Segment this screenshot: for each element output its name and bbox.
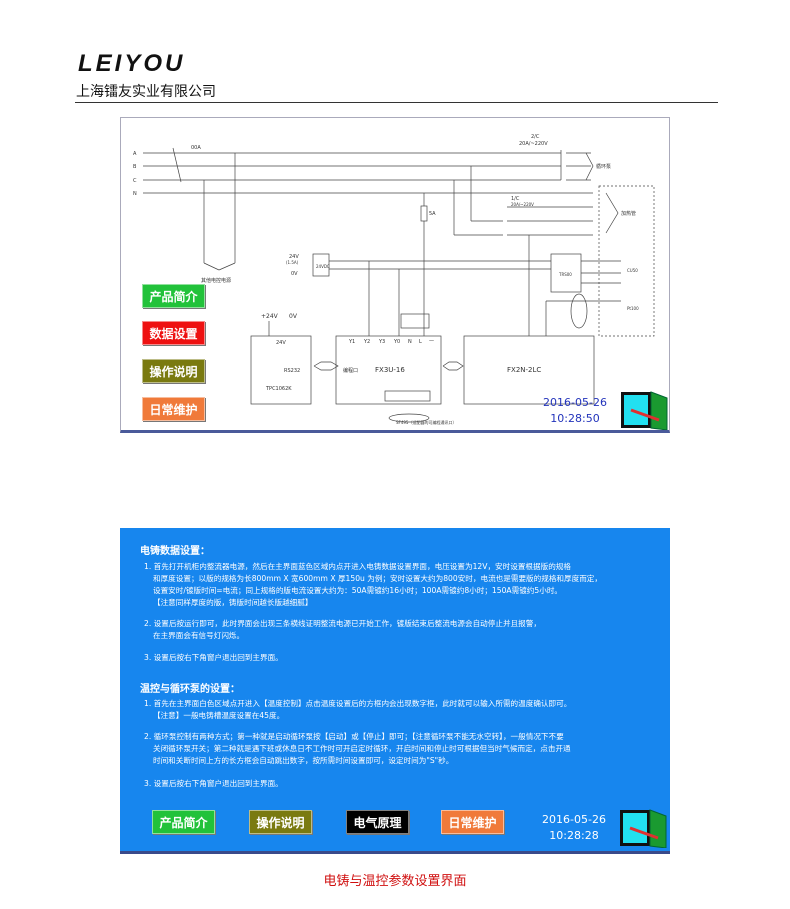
prog-port-label: 编程口 bbox=[343, 367, 358, 374]
help-line: 3. 设置后按右下角窗户退出回到主界面。 bbox=[144, 779, 283, 788]
phase-a-label: A bbox=[133, 151, 137, 157]
plc-label: FX3U-16 bbox=[375, 366, 405, 374]
product-intro-button[interactable]: 产品简介 bbox=[152, 810, 215, 834]
plc-term: Y0 bbox=[393, 339, 400, 345]
contactor2-rating: 20A/~220V bbox=[519, 141, 548, 147]
cable-label: SF495（适配器的可编程通讯口） bbox=[396, 419, 456, 425]
help-line: 在主界面会有信号灯闪烁。 bbox=[153, 631, 245, 640]
thermo-label: CU50 bbox=[627, 268, 638, 273]
section-title-temperature: 温控与循环泵的设置： bbox=[140, 684, 240, 695]
dc24-label: 24V bbox=[289, 254, 299, 260]
heater-label: 加热管 bbox=[621, 210, 636, 217]
module-label: FX2N-2LC bbox=[507, 366, 541, 374]
plc-term: N bbox=[408, 339, 412, 345]
datetime-display: 2016-05-26 10:28:28 bbox=[534, 812, 614, 844]
exit-door-icon[interactable] bbox=[620, 808, 668, 849]
help-item: 2. 设置后按运行即可，此时界面会出现三条横线证明整流电源已开始工作，镀版结束后… bbox=[144, 618, 664, 642]
company-name: 上海镭友实业有限公司 bbox=[76, 84, 216, 100]
help-line: 设置安时/镀版时间=电流；同上规格的版电流设置大约为：50A需镀约16小时；10… bbox=[153, 586, 563, 595]
daily-maintenance-button[interactable]: 日常维护 bbox=[142, 397, 205, 421]
hmi-0v-label: 0V bbox=[289, 313, 298, 320]
help-item: 3. 设置后按右下角窗户退出回到主界面。 bbox=[144, 778, 664, 790]
dc24-current: (1.5A) bbox=[286, 260, 299, 265]
ssr-label: TRS00 bbox=[558, 272, 572, 277]
zero-v-label: 0V bbox=[291, 271, 298, 277]
wiring-diagram: A B C N 00A 2/C 20A/~220V 循环泵 1/C 20A/~2… bbox=[133, 134, 655, 425]
pt100-label: Pt100 bbox=[627, 306, 639, 311]
hmi-pwr-label: +24V bbox=[261, 313, 279, 320]
plc-term: 一 bbox=[429, 339, 434, 345]
brand-logo: LEIYOU bbox=[78, 50, 186, 77]
header-divider bbox=[75, 102, 718, 103]
plc-term: Y3 bbox=[378, 339, 385, 345]
help-line: 1. 首先打开机柜内整流器电源，然后在主界面蓝色区域内点开进入电铸数据设置界面，… bbox=[144, 562, 571, 571]
exit-door-icon[interactable] bbox=[621, 390, 669, 430]
phase-n-label: N bbox=[133, 191, 137, 197]
operation-guide-button[interactable]: 操作说明 bbox=[249, 810, 312, 834]
plc-term: Y2 bbox=[363, 339, 370, 345]
phase-b-label: B bbox=[133, 164, 137, 170]
hmi-24v-label: 24V bbox=[276, 340, 286, 346]
help-line: 和厚度设置；以版的规格为长800mm X 宽600mm X 厚150u 为例；安… bbox=[153, 574, 602, 583]
help-line: 3. 设置后按右下角窗户退出回到主界面。 bbox=[144, 653, 283, 662]
help-item: 3. 设置后按右下角窗户退出回到主界面。 bbox=[144, 652, 664, 664]
figure-caption: 电铸与温控参数设置界面 bbox=[323, 874, 467, 889]
daily-maintenance-button[interactable]: 日常维护 bbox=[441, 810, 504, 834]
contactor2-label: 2/C bbox=[531, 134, 540, 140]
data-settings-help-screen: 电铸数据设置： 1. 首先打开机柜内整流器电源，然后在主界面蓝色区域内点开进入电… bbox=[120, 528, 670, 854]
help-line: 2. 设置后按运行即可，此时界面会出现三条横线证明整流电源已开始工作，镀版结束后… bbox=[144, 619, 541, 628]
date-text: 2016-05-26 bbox=[542, 813, 606, 826]
help-line: 【注意同样厚度的版，铸版时间越长版越细腻】 bbox=[153, 598, 313, 607]
datetime-display: 2016-05-26 10:28:50 bbox=[535, 395, 615, 427]
help-item: 1. 首先打开机柜内整流器电源，然后在主界面蓝色区域内点开进入电铸数据设置界面，… bbox=[144, 561, 664, 609]
help-line: 2. 循环泵控制有两种方式；第一种就是启动循环泵按【启动】或【停止】即可；【注意… bbox=[144, 732, 564, 741]
breaker-label: 00A bbox=[191, 145, 201, 151]
time-text: 10:28:28 bbox=[549, 829, 599, 842]
date-text: 2016-05-26 bbox=[543, 396, 607, 409]
help-line: 时间和关断时间上方的长方框会自动跳出数字，按所需时间设置即可，设定时间为"S"秒… bbox=[153, 756, 454, 765]
power-feed-label: 其他电控电源 bbox=[201, 277, 231, 284]
psu-label: 24VDC bbox=[316, 264, 330, 269]
product-intro-button[interactable]: 产品简介 bbox=[142, 284, 205, 308]
help-line: 关闭循环泵开关；第二种就是遇下班或休息日不工作时可开启定时循环，开启时间和停止时… bbox=[153, 744, 571, 753]
diagram-labels: A B C N 00A 2/C 20A/~220V 循环泵 1/C 20A/~2… bbox=[133, 134, 639, 425]
hmi-label: TPC1062K bbox=[265, 386, 292, 392]
help-line: 【注意】一般电铸槽温度设置在45度。 bbox=[153, 711, 285, 720]
help-item: 2. 循环泵控制有两种方式；第一种就是启动循环泵按【启动】或【停止】即可；【注意… bbox=[144, 731, 664, 767]
data-settings-button[interactable]: 数据设置 bbox=[142, 321, 205, 345]
help-item: 1. 首先在主界面白色区域点开进入【温度控制】点击温度设置后的方框内会出现数字框… bbox=[144, 698, 664, 722]
fuse-label: 5A bbox=[429, 211, 436, 217]
operation-guide-button[interactable]: 操作说明 bbox=[142, 359, 205, 383]
plc-term: Y1 bbox=[348, 339, 355, 345]
contactor1-rating: 20A/~220V bbox=[511, 202, 534, 207]
time-text: 10:28:50 bbox=[550, 412, 600, 425]
plc-term: L bbox=[419, 339, 422, 345]
pump-label: 循环泵 bbox=[596, 163, 611, 170]
rs232-label: RS232 bbox=[284, 368, 300, 374]
help-line: 1. 首先在主界面白色区域点开进入【温度控制】点击温度设置后的方框内会出现数字框… bbox=[144, 699, 572, 708]
section-title-electroforming: 电铸数据设置： bbox=[140, 546, 210, 557]
phase-c-label: C bbox=[133, 178, 137, 184]
electrical-principle-button[interactable]: 电气原理 bbox=[346, 810, 409, 834]
electrical-diagram-screen: A B C N 00A 2/C 20A/~220V 循环泵 1/C 20A/~2… bbox=[120, 117, 670, 433]
contactor1-label: 1/C bbox=[511, 196, 520, 202]
